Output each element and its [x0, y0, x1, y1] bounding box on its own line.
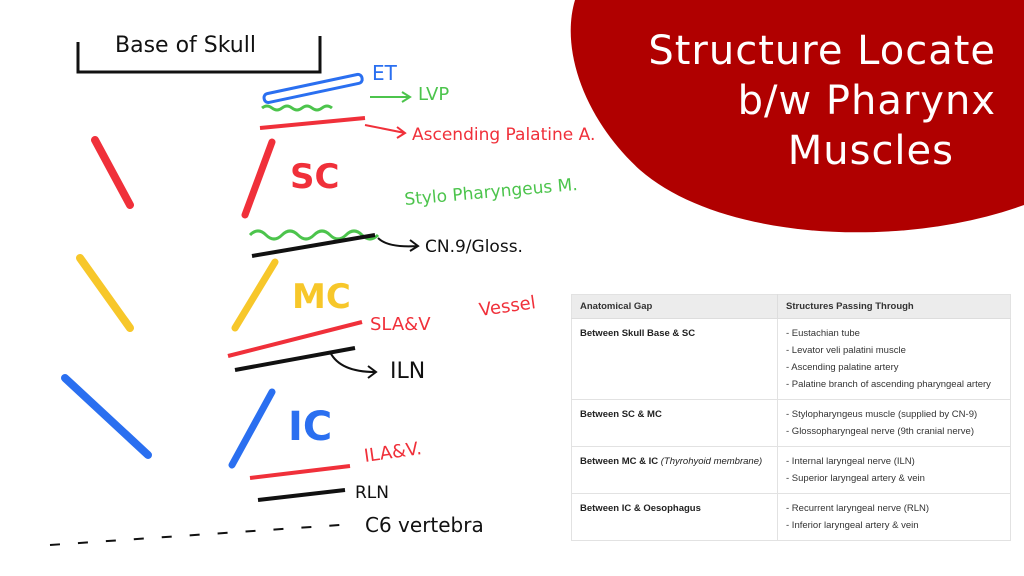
gap-name: Between IC & Oesophagus [580, 503, 701, 514]
label-cn9: CN.9/Gloss. [425, 237, 523, 257]
structures-cell: - Recurrent laryngeal nerve (RLN) - Infe… [777, 493, 1011, 541]
page-title: Structure Locate b/w Pharynx Muscles [576, 26, 996, 176]
title-banner [570, 0, 1024, 233]
table-row: Between MC & IC (Thyrohyoid membrane) - … [571, 446, 1011, 494]
structure-item: - Glossopharyngeal nerve (9th cranial ne… [786, 426, 974, 437]
rln-line [257, 488, 346, 502]
label-mc: MC [292, 277, 351, 317]
gap-cell: Between SC & MC [571, 399, 778, 447]
asc-palatine-line [259, 116, 366, 130]
structure-item: - Palatine branch of ascending pharyngea… [786, 379, 991, 390]
lvp-wave [261, 104, 333, 112]
structures-cell: - Stylopharyngeus muscle (supplied by CN… [777, 399, 1011, 447]
arrow-lvp [370, 91, 412, 103]
gap-cell: Between IC & Oesophagus [571, 493, 778, 541]
eustachian-tube [262, 72, 364, 105]
arrow-iln [329, 351, 378, 379]
structure-item: - Internal laryngeal nerve (ILN) [786, 456, 915, 467]
label-lvp: LVP [418, 84, 449, 105]
label-slav: SLA&V [370, 314, 431, 335]
title-line-1: Structure Locate [648, 28, 996, 74]
structure-item: - Inferior laryngeal artery & vein [786, 520, 919, 531]
header-anatomical-gap: Anatomical Gap [571, 294, 778, 319]
gap-cell: Between Skull Base & SC [571, 318, 778, 400]
table-row: Between Skull Base & SC - Eustachian tub… [571, 318, 1011, 400]
ilav-line [249, 464, 351, 480]
label-ascending-palatine: Ascending Palatine A. [412, 125, 595, 145]
structure-item: - Superior laryngeal artery & vein [786, 473, 925, 484]
label-iln: ILN [390, 359, 425, 384]
sc-left-stroke [91, 136, 134, 209]
table-row: Between SC & MC - Stylopharyngeus muscle… [571, 399, 1011, 447]
structure-item: - Eustachian tube [786, 328, 860, 339]
cn9-line [251, 233, 376, 258]
structure-item: - Levator veli palatini muscle [786, 345, 906, 356]
gap-name: Between Skull Base & SC [580, 328, 696, 339]
gap-name: Between MC & IC [580, 456, 659, 467]
title-line-3: Muscles [787, 128, 954, 174]
label-ic: IC [288, 404, 332, 450]
label-vessel: Vessel [478, 292, 537, 321]
structures-cell: - Eustachian tube - Levator veli palatin… [777, 318, 1011, 400]
label-stylopharyngeus: Stylo Pharyngeus M. [404, 175, 579, 210]
label-rln: RLN [355, 483, 389, 503]
table-row: Between IC & Oesophagus - Recurrent lary… [571, 493, 1011, 541]
mc-left-stroke [76, 254, 134, 332]
skull-base-bracket [76, 36, 322, 74]
structure-item: - Recurrent laryngeal nerve (RLN) [786, 503, 930, 514]
label-sc: SC [290, 157, 339, 197]
label-ilav: ILA&V. [363, 438, 423, 467]
gap-note: (Thyrohyoid membrane) [660, 456, 763, 467]
structure-item: - Ascending palatine artery [786, 362, 899, 373]
slav-line [227, 320, 363, 358]
stylo-wave [248, 229, 380, 241]
structure-item: - Stylopharyngeus muscle (supplied by CN… [786, 409, 978, 420]
label-c6-vertebra: C6 vertebra [365, 513, 484, 537]
mc-right-stroke [231, 258, 279, 332]
ic-right-stroke [228, 388, 276, 469]
label-et: ET [372, 61, 398, 85]
structures-cell: - Internal laryngeal nerve (ILN) - Super… [777, 446, 1011, 494]
arrow-cn9 [377, 237, 420, 252]
header-structures: Structures Passing Through [777, 294, 1011, 319]
title-line-2: b/w Pharynx [737, 78, 996, 124]
label-base-of-skull: Base of Skull [115, 33, 256, 58]
iln-line [234, 346, 356, 372]
gap-name: Between SC & MC [580, 409, 662, 420]
c6-dashed-line [49, 524, 341, 546]
ic-left-stroke [61, 374, 152, 459]
table-header-row: Anatomical Gap Structures Passing Throug… [571, 294, 1011, 319]
gap-cell: Between MC & IC (Thyrohyoid membrane) [571, 446, 778, 494]
sc-right-stroke [241, 138, 276, 219]
arrow-asc-palatine [364, 124, 407, 139]
gap-structures-table: Anatomical Gap Structures Passing Throug… [571, 294, 1011, 541]
